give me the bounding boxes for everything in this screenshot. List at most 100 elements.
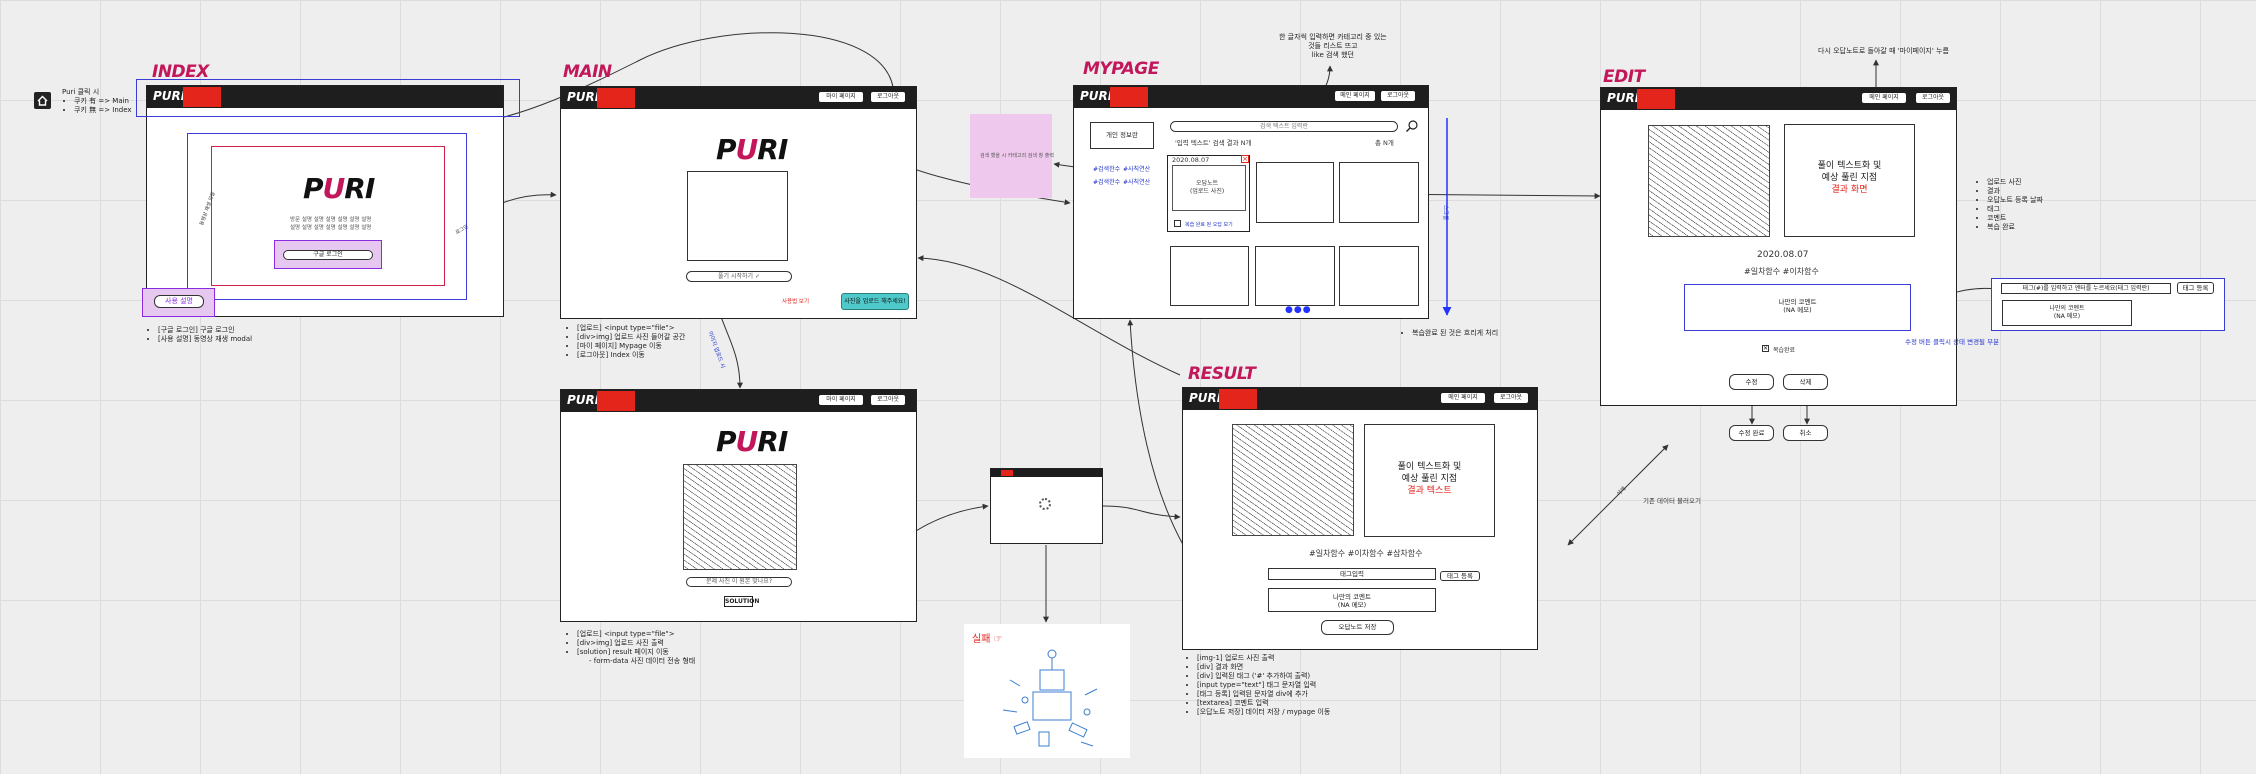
result-box xyxy=(1364,424,1495,537)
logo-small[interactable]: PURI xyxy=(567,393,600,407)
tag-input[interactable]: 태그(#)를 입력하고 엔터를 누르세요(태그 입력란) xyxy=(2001,283,2171,294)
result-tag-button[interactable]: 태그 등록 xyxy=(1440,571,1480,581)
logo-small[interactable]: PURI xyxy=(1080,89,1113,103)
edit-result-box xyxy=(1784,124,1915,237)
result-note-item: [img-1] 업로드 사진 출력 xyxy=(1197,654,1330,663)
upload-button[interactable]: 풀기 시작하기 ✓ xyxy=(686,271,792,282)
logout-button[interactable]: 로그아웃 xyxy=(871,395,905,405)
fail-label: 실패 ☞ xyxy=(972,634,1003,645)
photo-caption: 문제 사진 이 원본 맞나요? xyxy=(686,577,792,587)
result-note-item: [태그 등록] 입력된 문자열 div에 추가 xyxy=(1197,690,1330,699)
note-card[interactable] xyxy=(1170,246,1249,306)
main-title: MAIN xyxy=(563,62,612,82)
edit-comment-text: 나만의 코멘트 (NA 메모) xyxy=(1778,298,1817,314)
edit-side-note-item: 결과 xyxy=(1987,187,2043,196)
mypage-button[interactable]: 마이 페이지 xyxy=(819,395,863,405)
edit-title: EDIT xyxy=(1603,67,1645,87)
logo-small[interactable]: PURI xyxy=(567,90,600,104)
main-page-button[interactable]: 메인 페이지 xyxy=(1862,93,1906,103)
nav-red-box xyxy=(597,88,635,108)
home-note-item: 쿠키 有 => Main xyxy=(74,97,132,106)
pagination-dots[interactable]: ●●● xyxy=(1285,305,1312,315)
arrow-logout-to-index xyxy=(464,32,894,127)
result-note-item: [input type="text"] 태그 문자열 입력 xyxy=(1197,681,1330,690)
edit-done-button[interactable]: 수정 완료 xyxy=(1729,425,1774,441)
edit-photo xyxy=(1648,125,1770,237)
edit-review-checkbox[interactable]: ✕ xyxy=(1762,345,1769,352)
mypage-tag[interactable]: #사칙연산 xyxy=(1123,166,1151,173)
google-login-button[interactable]: 구글 로그인 xyxy=(283,250,373,260)
review-check-label: 복습 완료 된 오답 보기 xyxy=(1185,222,1233,228)
edit-hint: 수정 버튼 클릭시 상태 변경될 부분 xyxy=(1905,338,2000,346)
result-note-item: [오답노트 저장] 데이터 저장 / mypage 이동 xyxy=(1197,708,1330,717)
profile-info-button[interactable]: 개인 정보란 xyxy=(1090,122,1154,149)
note-card-title: 오답노트 (업로드 사진) xyxy=(1190,180,1225,195)
main-note-item: [마이 페이지] Mypage 이동 xyxy=(577,342,685,351)
edit-side-note-item: 오답노트 등록 날짜 xyxy=(1987,196,2043,205)
close-icon[interactable]: × xyxy=(1241,155,1249,163)
usage-button[interactable]: 사용 설명 xyxy=(154,295,204,308)
note-card[interactable] xyxy=(1339,162,1419,223)
logo-small[interactable]: PURI xyxy=(153,89,186,103)
main2-big-logo: PURI xyxy=(716,425,788,458)
edit-button[interactable]: 수정 xyxy=(1729,374,1774,390)
index-notes: [구글 로그인] 구글 로그인 [사용 설명] 동영상 재생 modal xyxy=(146,326,252,344)
search-icon[interactable] xyxy=(1405,119,1419,133)
edit-comment-input[interactable]: 나만의 코멘트 (NA 메모) xyxy=(2002,300,2132,326)
usage-link[interactable]: 사용법 보기 xyxy=(782,299,810,305)
note-card[interactable] xyxy=(1339,246,1419,306)
mypage-top-note: 한 글자씩 입력하면 카테고리 중 있는 것들 리스트 뜨고 like 검색 했… xyxy=(1279,33,1387,59)
logo-small[interactable]: PURI xyxy=(1607,91,1640,105)
logout-button[interactable]: 로그아웃 xyxy=(1494,393,1528,403)
cancel-button[interactable]: 취소 xyxy=(1783,425,1828,441)
result-tag-input[interactable]: 태그입력 xyxy=(1268,568,1436,580)
index-topbar: PURI xyxy=(147,86,503,108)
result-note-item: [div] 입력된 태그 ('#' 추가하여 출력) xyxy=(1197,672,1330,681)
note-card[interactable] xyxy=(1256,162,1334,223)
main-page-button[interactable]: 메인 페이지 xyxy=(1441,393,1485,403)
edit-top-note: 다시 오답노트로 돌아갈 때 '마이페이지' 누름 xyxy=(1818,47,1949,55)
save-note-button[interactable]: 오답노트 저장 xyxy=(1321,620,1394,635)
main-note-item: [로그아웃] Index 이동 xyxy=(577,351,685,360)
edit-result-text: 풀이 텍스트화 및 예상 풀린 지점 결과 화면 xyxy=(1817,161,1882,195)
nav-red-box xyxy=(1637,89,1675,109)
main2-note-item: [solution] result 페이지 이동 xyxy=(577,648,695,657)
solution-button[interactable]: SOLUTION xyxy=(724,596,760,607)
main-page-button[interactable]: 메인 페이지 xyxy=(1335,91,1375,101)
index-content-outline xyxy=(211,146,445,286)
edit-side-note-item: 복습 완료 xyxy=(1987,223,2043,232)
result-note-item: [textarea] 코멘트 입력 xyxy=(1197,699,1330,708)
logo-small[interactable]: PURI xyxy=(1189,391,1222,405)
index-desc: 방문 설명 설명 설명 설명 설명 설명 설명 설명 설명 설명 설명 설명 설… xyxy=(290,217,372,231)
main2-notes: [업로드] <input type="file"> [div>img] 업로드 … xyxy=(565,630,695,666)
nav-red-box xyxy=(183,87,221,107)
mypage-bottom-note: 복습완료 된 것은 흐리게 처리 xyxy=(1400,329,1498,338)
logout-button[interactable]: 로그아웃 xyxy=(871,92,905,102)
edit-side-notes: 업로드 사진 결과 오답노트 등록 날짜 태그 코멘트 복습 완료 xyxy=(1975,178,2043,232)
mypage-tag[interactable]: #사칙연산 xyxy=(1123,179,1151,186)
result-comment-input[interactable]: 나만의 코멘트 (NA 메모) xyxy=(1268,588,1436,612)
edit-date: 2020.08.07 xyxy=(1757,250,1809,260)
logout-button[interactable]: 로그아웃 xyxy=(1916,93,1950,103)
main2-note-item: [div>img] 업로드 사진 출력 xyxy=(577,639,695,648)
review-checkbox[interactable] xyxy=(1174,220,1181,227)
uploaded-photo xyxy=(683,464,797,570)
mypage-button[interactable]: 마이 페이지 xyxy=(819,92,863,102)
note-card-date: 2020.08.07 xyxy=(1172,156,1210,164)
mypage-tag[interactable]: #검색한수 xyxy=(1093,166,1121,173)
index-header-outline xyxy=(136,79,520,117)
edit-side-note-item: 태그 xyxy=(1987,205,2043,214)
logout-button[interactable]: 로그아웃 xyxy=(1381,91,1415,101)
upload-image-area xyxy=(687,171,788,261)
home-note: Puri 클릭 시 쿠키 有 => Main 쿠키 無 => Index xyxy=(62,88,132,115)
main-big-logo: PURI xyxy=(716,133,788,166)
mypage-tag[interactable]: #검색한수 xyxy=(1093,179,1121,186)
diagonal-note: 기존 데이터 불러오기 xyxy=(1643,497,1701,505)
note-card[interactable] xyxy=(1255,246,1335,306)
result-photo xyxy=(1232,424,1354,536)
arrow-mypage-to-main xyxy=(917,255,1181,376)
result-title: RESULT xyxy=(1188,364,1256,384)
tag-register-button[interactable]: 태그 등록 xyxy=(2177,282,2214,294)
delete-button[interactable]: 삭제 xyxy=(1783,374,1828,390)
search-input[interactable]: 검색 텍스트 입력란 xyxy=(1170,121,1398,132)
